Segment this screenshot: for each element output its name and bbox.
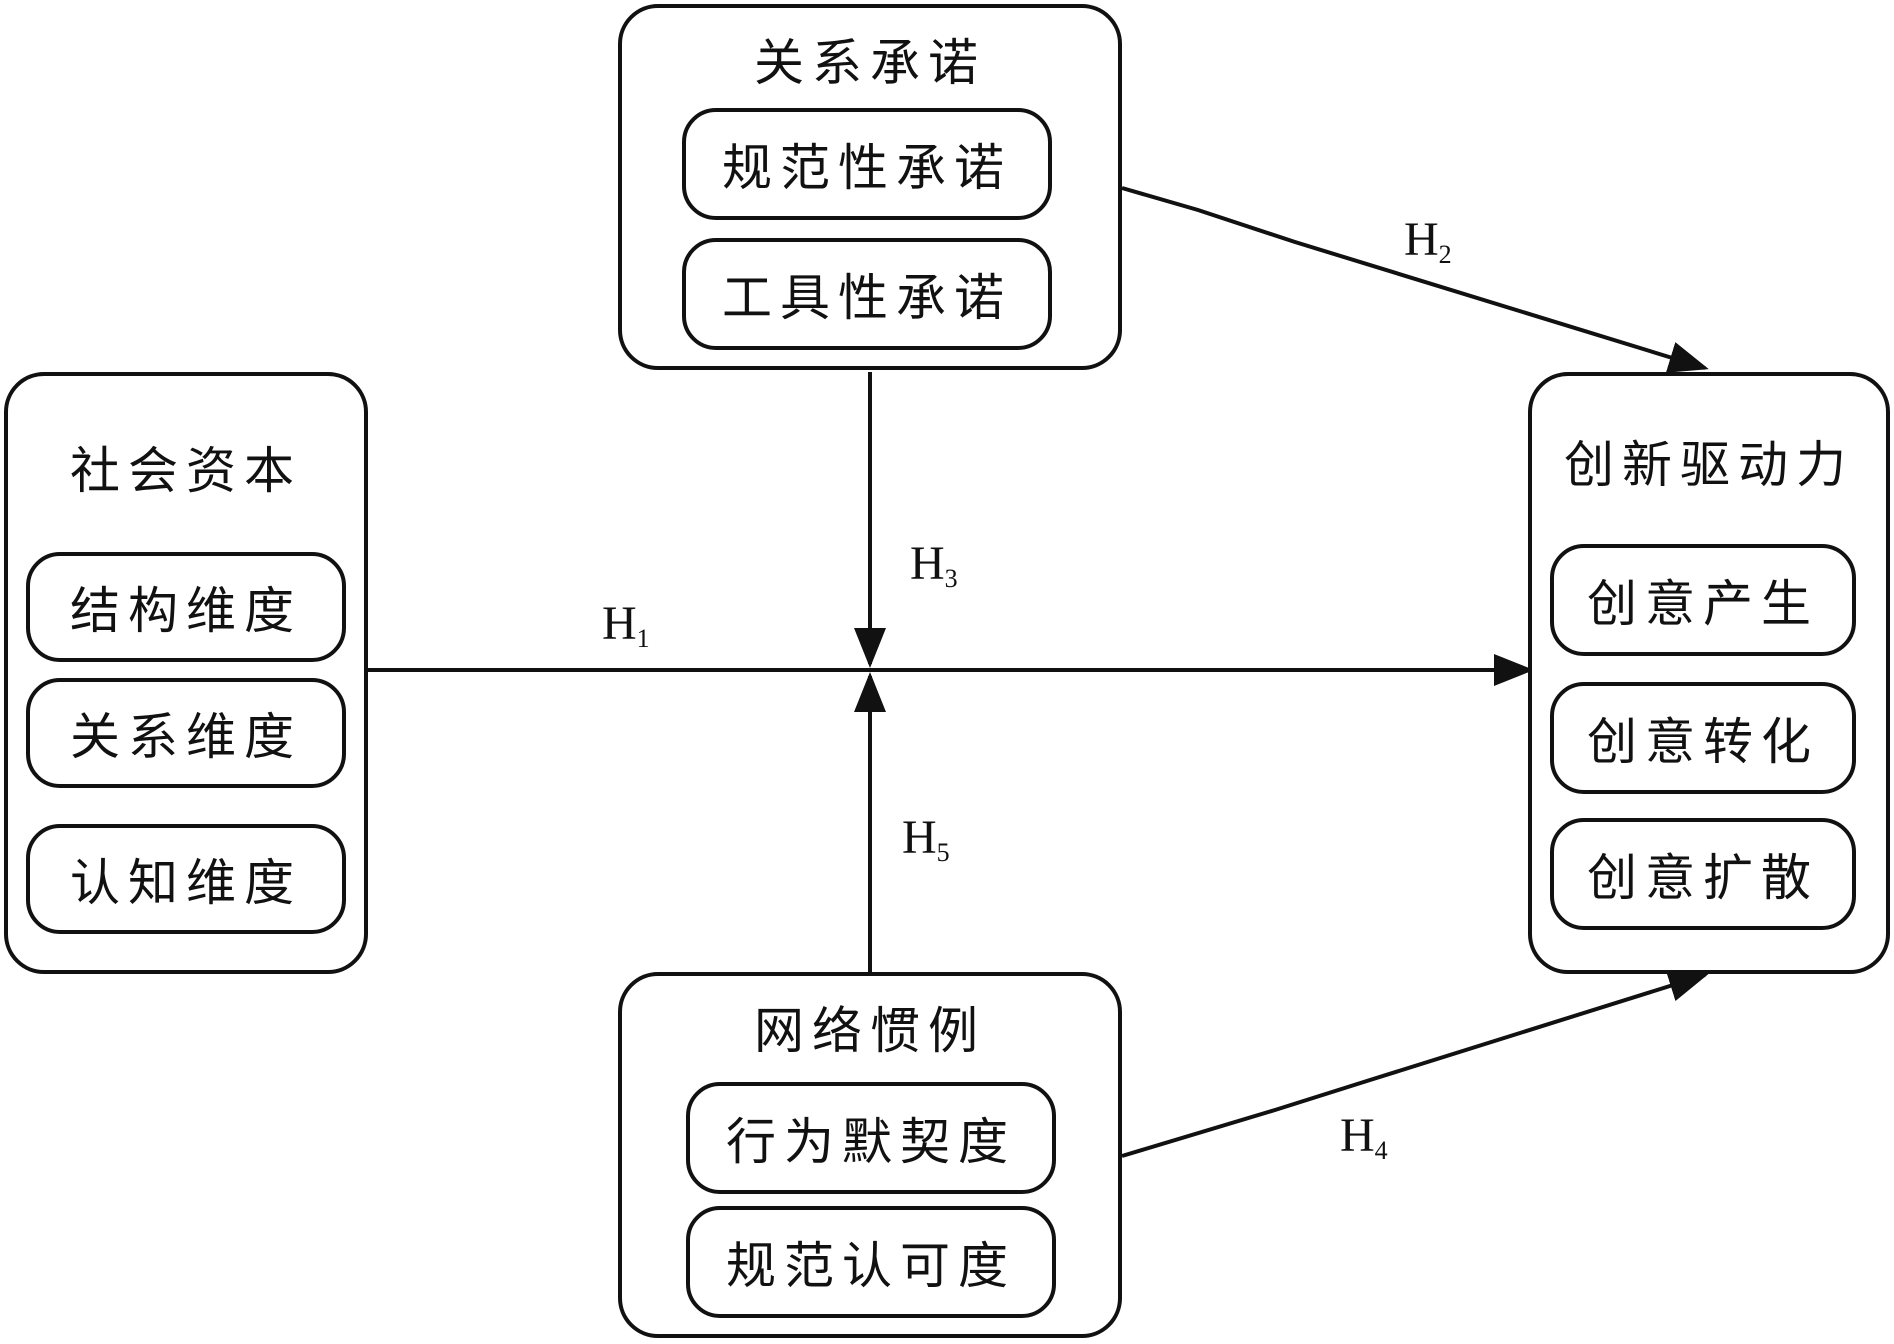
network-routine-box: 网络惯例 行为默契度 规范认可度	[618, 972, 1122, 1338]
h2-arrow	[1121, 186, 1709, 373]
h5-label: H5	[902, 811, 950, 867]
social-capital-item-relational: 关系维度	[26, 678, 346, 788]
social-capital-title: 社会资本	[70, 442, 302, 500]
h4-label: H4	[1340, 1109, 1388, 1165]
h1-label: H1	[602, 597, 650, 653]
network-routine-item-normative: 规范认可度	[686, 1206, 1056, 1318]
relational-commitment-item-instrumental: 工具性承诺	[682, 238, 1052, 350]
relational-commitment-item-normative: 规范性承诺	[682, 108, 1052, 220]
relational-commitment-box: 关系承诺 规范性承诺 工具性承诺	[618, 4, 1122, 370]
social-capital-item-structural: 结构维度	[26, 552, 346, 662]
relational-commitment-title: 关系承诺	[754, 34, 986, 92]
h3-label: H3	[910, 537, 958, 593]
innovation-drive-item-diffusion: 创意扩散	[1550, 818, 1856, 930]
h4-arrow	[1121, 970, 1709, 1158]
innovation-drive-item-transformation: 创意转化	[1550, 682, 1856, 794]
social-capital-item-cognitive: 认知维度	[26, 824, 346, 934]
network-routine-title: 网络惯例	[754, 1002, 986, 1060]
innovation-drive-box: 创新驱动力 创意产生 创意转化 创意扩散	[1528, 372, 1890, 974]
network-routine-item-behavioral: 行为默契度	[686, 1082, 1056, 1194]
innovation-drive-item-generation: 创意产生	[1550, 544, 1856, 656]
social-capital-box: 社会资本 结构维度 关系维度 认知维度	[4, 372, 368, 974]
innovation-drive-title: 创新驱动力	[1564, 436, 1854, 494]
h2-label: H2	[1404, 213, 1452, 269]
